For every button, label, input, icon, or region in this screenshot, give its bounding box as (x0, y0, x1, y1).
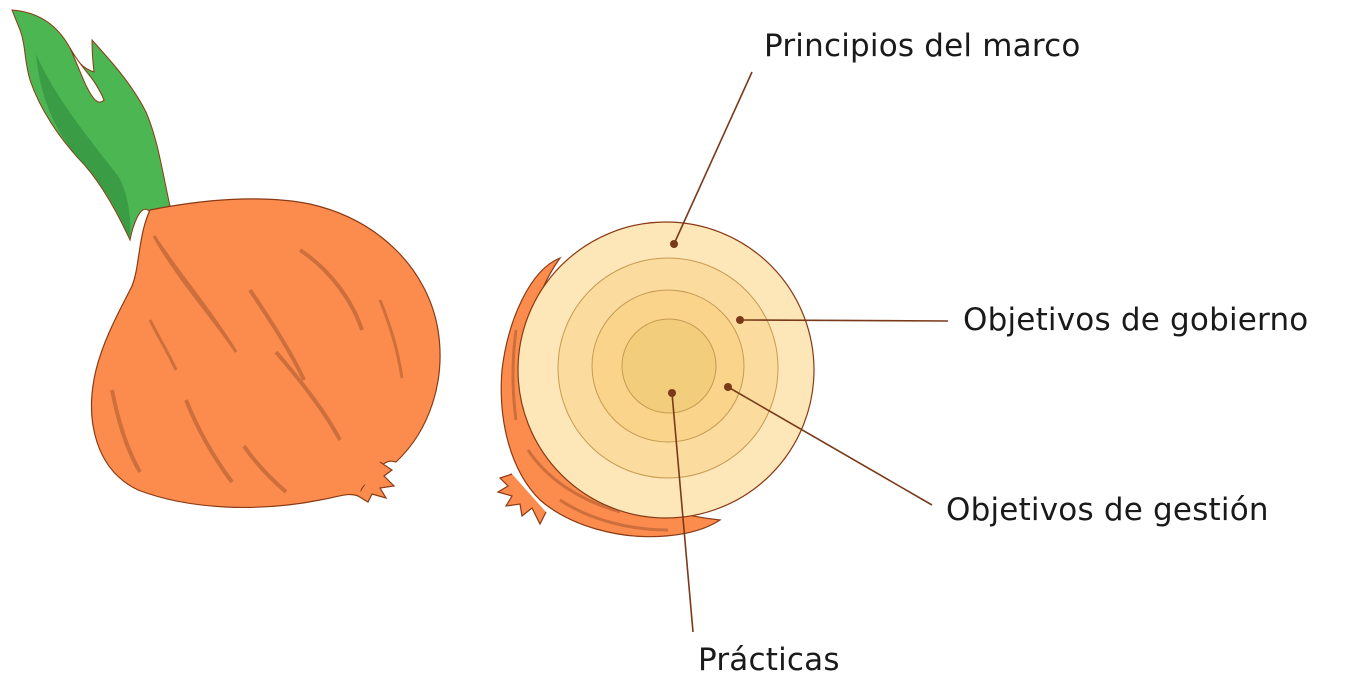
cut-onion-illustration (496, 221, 815, 538)
label-practicas: Prácticas (698, 642, 840, 678)
leader-lines (671, 71, 949, 633)
dot-gestion (724, 383, 732, 391)
label-principios-del-marco: Principios del marco (764, 28, 1081, 64)
whole-onion-illustration (11, 9, 441, 508)
leader-dots (668, 240, 744, 397)
leader-line-principios (673, 71, 753, 245)
dot-gobierno (736, 316, 744, 324)
dot-practicas (668, 389, 676, 397)
leader-line-practicas (671, 392, 694, 633)
dot-principios (670, 240, 678, 248)
label-objetivos-de-gobierno: Objetivos de gobierno (963, 302, 1309, 338)
leader-line-gobierno (739, 319, 949, 322)
label-objetivos-de-gestion: Objetivos de gestión (946, 492, 1269, 528)
leader-line-gestion (727, 386, 933, 506)
